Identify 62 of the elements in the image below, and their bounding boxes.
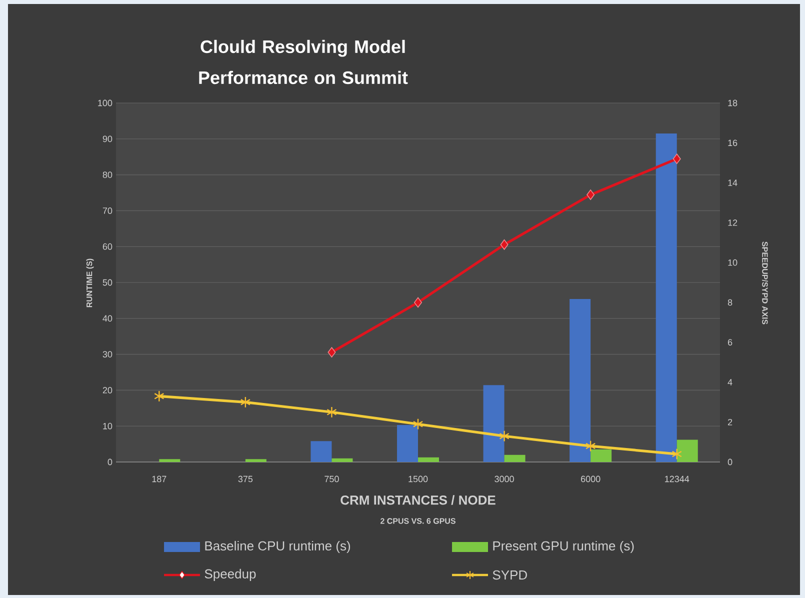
bar [245,459,266,462]
y2-tick-label: 8 [728,299,732,306]
x-tick-label: 6000 [581,476,600,482]
legend-text: Present GPU runtime (s) [493,540,634,554]
point [154,390,164,402]
y2-tick-label: 4 [728,379,732,386]
bar [570,299,591,462]
y2-tick-label: 2 [728,418,732,426]
x-tick-label: 12344 [665,476,690,482]
point [240,396,251,408]
y2-tick-label: 18 [728,100,738,106]
bar [310,441,332,462]
x-tick-label: 1500 [408,476,428,482]
bar [332,458,353,462]
x-tick-label: 187 [152,476,166,482]
point [412,418,424,430]
y-tick-label: 90 [102,136,112,142]
bar [676,440,698,462]
y-tick-label: 50 [102,279,112,286]
x-tick-label: 750 [324,476,339,482]
axis-title: RUNTIME (S) [86,258,94,308]
bar [418,457,440,462]
point [326,406,337,418]
bar [590,449,612,462]
point [672,154,681,164]
y2-tick-label: 16 [728,140,738,146]
bar [159,459,180,462]
y-tick-label: 80 [102,172,112,178]
y-tick-label: 20 [102,387,112,394]
y-tick-label: 10 [103,422,112,430]
legend-text: Speedup [204,568,256,582]
y2-tick-label: 12 [728,220,738,226]
point [499,430,510,442]
bar [504,454,526,462]
axis-title: CRM INSTANCES / NODE [340,495,496,505]
point [328,347,336,358]
bar [483,385,504,462]
y2-tick-label: 14 [728,180,738,186]
axis-subtitle: 2 CPUS VS. 6 GPUS [380,518,456,524]
y-tick-label: 30 [102,351,112,358]
x-tick-label: 375 [238,476,253,482]
point [586,190,595,200]
y-tick-label: 60 [102,243,112,250]
point [672,448,682,460]
y2-tick-label: 10 [728,259,738,266]
axis-title: SPEEDUP/SYPD AXIS [762,242,768,324]
point [414,297,422,308]
legend-text: Baseline CPU runtime (s) [205,540,350,554]
x-tick-label: 3000 [494,476,514,482]
legend-text: SYPD [492,570,527,580]
y-tick-label: 100 [98,100,112,106]
y2-tick-label: 6 [728,339,732,346]
chart-title: Clould Resolving Model Performance on Summit [199,40,408,84]
y-tick-label: 70 [102,208,112,214]
point [585,440,596,452]
bar [656,134,677,462]
y2-tick-label: 0 [728,458,732,466]
point [500,239,508,250]
bar [397,425,418,462]
combo-chart: 187 375 750 1500 3000 6000 12344 0 10 20 30 40 50 60 70 80 90 100 0 2 4 6 8 10 12 14 16 18 [98,100,738,482]
y-tick-label: 0 [108,458,112,466]
y-tick-label: 40 [102,315,112,322]
